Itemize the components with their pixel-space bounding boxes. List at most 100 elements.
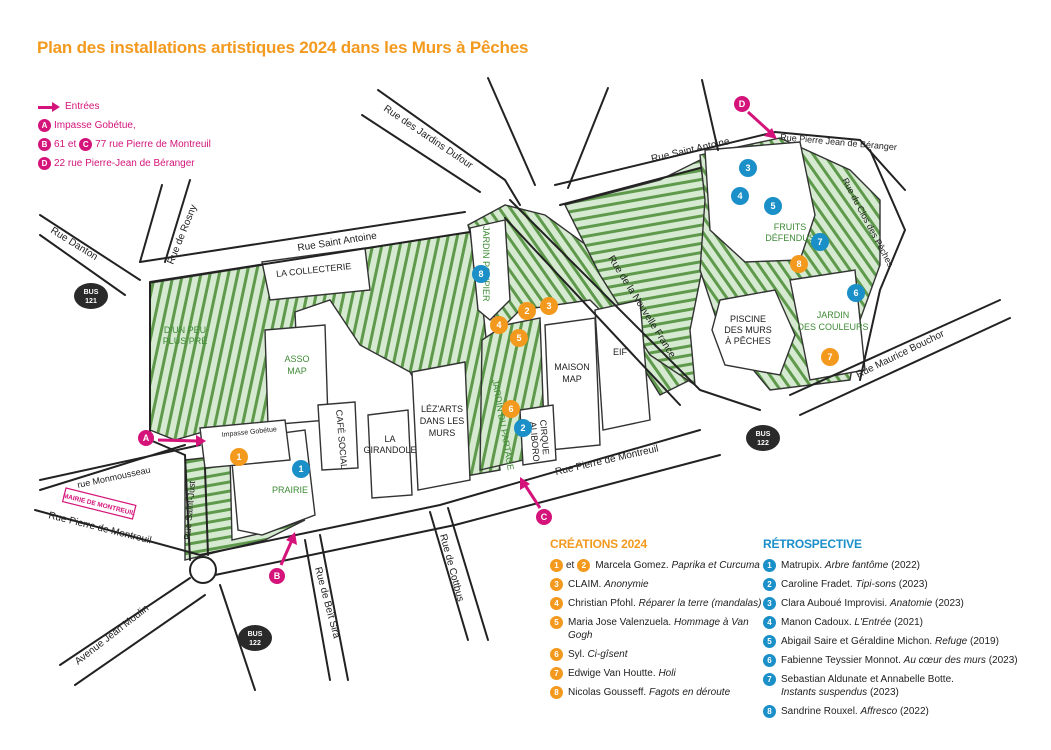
legend-text: Edwige Van Houtte. Holi (568, 667, 676, 680)
svg-text:5: 5 (770, 201, 775, 211)
street-label: Rue de Cottbus (437, 533, 466, 603)
road-montreuil-3 (214, 454, 721, 576)
legend-text: Sebastian Aldunate et Annabelle Botte.In… (781, 673, 954, 699)
artwork-year: (2023) (898, 579, 928, 590)
artwork-title: Anatomie (889, 598, 933, 609)
legend-item: 3 Clara Auboué Improvisi. Anatomie (2023… (763, 597, 1048, 610)
legend-num: 6 (550, 648, 563, 661)
place-lezarts-3: MURS (429, 428, 456, 438)
blue-marker-1: 1 (292, 460, 310, 478)
road-maurice-bouchor (789, 299, 1001, 396)
legend-item: 1 et 2 Marcela Gomez. Paprika et Curcuma (550, 559, 765, 572)
artist-name: Syl. (568, 649, 585, 660)
artwork-title: Réparer la terre (mandalas) (638, 598, 762, 609)
road-jardins-dufour-2 (361, 114, 481, 193)
legend-text: Christian Pfohl. Réparer la terre (manda… (568, 597, 761, 610)
legend-item: 8 Nicolas Gousseff. Fagots en déroute (550, 686, 765, 699)
road-montreuil-1 (34, 429, 701, 557)
legend-text: Abigail Saire et Géraldine Michon. Refug… (781, 635, 999, 648)
entrance-a: A (138, 430, 206, 447)
road-jean-moulin (59, 577, 191, 666)
artwork-title: Hommage à Van Gogh (568, 617, 749, 641)
svg-text:8: 8 (478, 269, 483, 279)
svg-text:1: 1 (298, 464, 303, 474)
garden-middle (563, 158, 711, 387)
blue-marker-4: 4 (731, 187, 749, 205)
artist-name: Marcela Gomez. (595, 560, 669, 571)
svg-text:4: 4 (737, 191, 742, 201)
artwork-year: (2022) (891, 560, 920, 571)
place-piscine-1: PISCINE (730, 314, 766, 324)
legend-item: 4 Christian Pfohl. Réparer la terre (man… (550, 597, 765, 610)
legend-text: Manon Cadoux. L'Entrée (2021) (781, 616, 923, 629)
street-label: Rue Danton (48, 225, 99, 263)
legend-num: 4 (550, 597, 563, 610)
road-nouvelle-france (509, 199, 761, 411)
entrances-heading-row: Entrées (38, 97, 211, 116)
svg-text:BUS: BUS (248, 631, 263, 638)
building-cirque (519, 404, 557, 466)
road-saint-just (184, 454, 191, 561)
retrospective-legend: RÉTROSPECTIVE 1 Matrupix. Arbre fantôme … (763, 538, 1048, 724)
building-cafe-social (317, 401, 359, 471)
road-jardins-dufour (377, 89, 521, 206)
svg-text:BUS: BUS (84, 289, 99, 296)
legend-num: 2 (763, 578, 776, 591)
road-saint-antoine-north (149, 231, 471, 283)
svg-text:2: 2 (520, 423, 525, 433)
legend-num: 6 (763, 654, 776, 667)
street-label: Avenue Jean Moulin (73, 603, 151, 667)
orange-marker-4: 4 (490, 316, 508, 334)
orange-marker-1: 1 (230, 448, 248, 466)
entrance-row-d: D 22 rue Pierre-Jean de Béranger (38, 154, 211, 173)
legend-item: 5 Maria Jose Valenzuela. Hommage à Van G… (550, 616, 765, 642)
road-saint-just-2 (204, 467, 209, 556)
artwork-year: (2023) (934, 598, 964, 609)
artwork-title: Tipi-sons (855, 579, 896, 590)
road-beit-sira (304, 539, 331, 681)
svg-text:121: 121 (85, 298, 97, 305)
artwork-title: Paprika et Curcuma (671, 560, 760, 571)
place-fruits: FRUITS (774, 222, 807, 232)
svg-text:5: 5 (516, 333, 521, 343)
blue-marker-3: 3 (739, 159, 757, 177)
road-maurice-bouchor-2 (799, 317, 1011, 416)
building-girandole (367, 409, 413, 499)
arrow-icon (38, 101, 60, 112)
road-north-1 (487, 77, 536, 186)
legend-num: 5 (550, 616, 563, 629)
place-dun-peu: D'UN PEU (164, 325, 206, 335)
legend-text: Clara Auboué Improvisi. Anatomie (2023) (781, 597, 964, 610)
legend-text: Sandrine Rouxel. Affresco (2022) (781, 705, 929, 718)
legend-text: Nicolas Gousseff. Fagots en déroute (568, 686, 730, 699)
artist-name: Caroline Fradet. (781, 579, 853, 590)
artist-name: Sandrine Rouxel. (781, 706, 858, 717)
legend-num: 3 (550, 578, 563, 591)
place-piscine-3: À PÊCHES (725, 336, 771, 346)
orange-marker-8: 8 (790, 255, 808, 273)
svg-text:4: 4 (496, 320, 501, 330)
road-rosny-2 (164, 179, 191, 263)
artist-name: Clara Auboué Improvisi. (781, 598, 888, 609)
svg-text:A: A (143, 433, 150, 443)
blue-marker-7: 7 (811, 233, 829, 251)
letter-badge: C (79, 138, 93, 151)
legend-text: Marcela Gomez. Paprika et Curcuma (595, 559, 760, 572)
legend-nums: 1 et 2 (550, 559, 591, 572)
place-jardin-poupier: JARDIN POUPIER (481, 226, 491, 302)
legend-item: 7 Sebastian Aldunate et Annabelle Botte.… (763, 673, 1048, 699)
artist-name: Abigail Saire et Géraldine Michon. (781, 636, 933, 647)
legend-text: Caroline Fradet. Tipi-sons (2023) (781, 578, 928, 591)
road-beit-sira-2 (319, 534, 349, 681)
legend-num: 4 (763, 616, 776, 629)
svg-text:1: 1 (236, 452, 241, 462)
artwork-title: Ci-gîsent (587, 649, 628, 660)
artwork-title: Holi (658, 668, 676, 679)
road-north-3 (701, 79, 719, 151)
place-cirque: CIRQUE (538, 419, 551, 455)
entrance-b: B (269, 532, 297, 584)
orange-marker-2: 2 (518, 302, 536, 320)
legend-text: Maria Jose Valenzuela. Hommage à Van Gog… (568, 616, 765, 642)
legend-num: 3 (763, 597, 776, 610)
artist-name: CLAIM. (568, 579, 602, 590)
